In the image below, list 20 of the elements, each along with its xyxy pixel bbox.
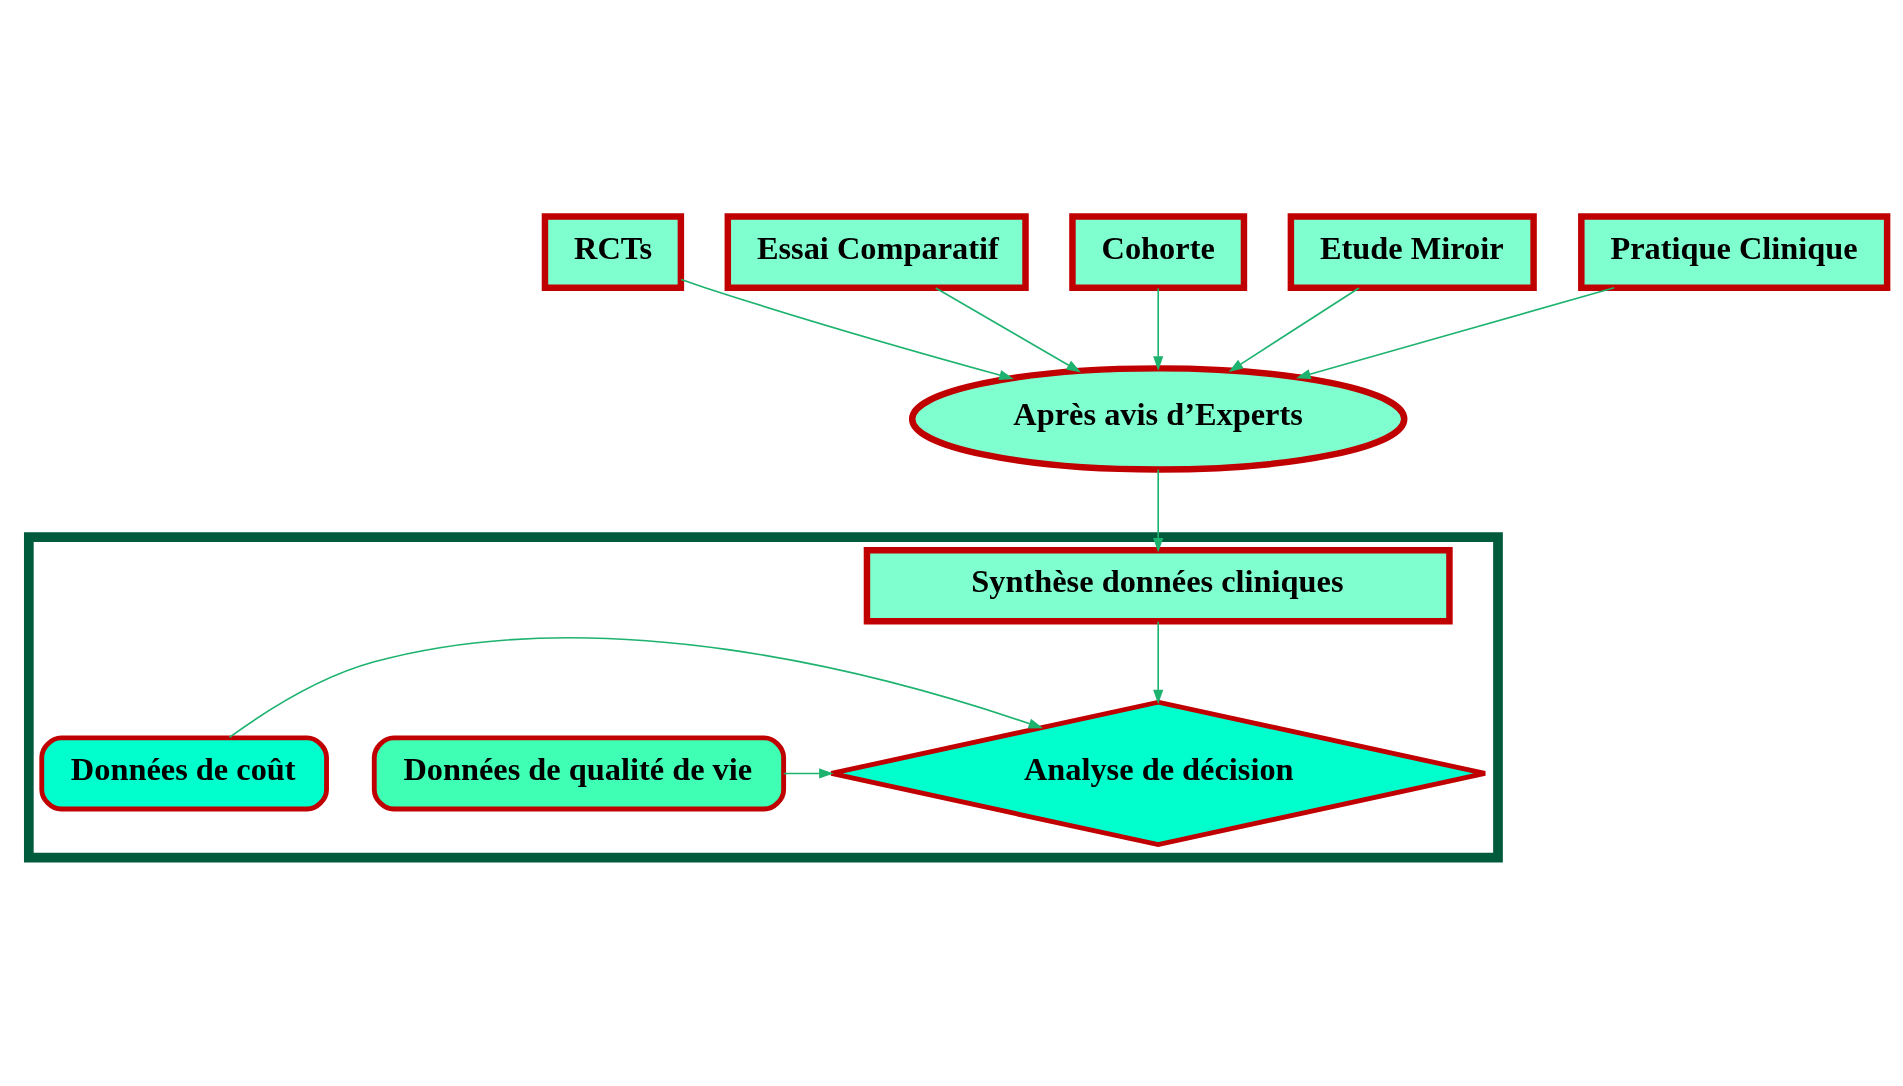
node-box: Essai Comparatif [724,212,1029,291]
arrow [1153,468,1164,553]
cluster [23,531,1503,862]
node-box: Cohorte [1069,212,1248,291]
node-box: Données de coût [39,734,329,811]
arrow [680,278,1014,380]
node-box: Données de qualité de vie [371,734,787,811]
arrow [1228,286,1360,372]
node-box: RCTs [541,212,685,291]
arrow [782,767,834,779]
arrow [1296,286,1615,379]
arrow [934,286,1082,372]
node-box: Etude Miroir [1287,212,1537,291]
node-ellipse: Après avis d’Experts [908,364,1408,473]
arrow [228,636,1044,738]
arrow [1153,620,1164,704]
node-box: Synthèse données cliniques [863,546,1453,625]
arrow [1153,287,1164,371]
node-box: Pratique Clinique [1578,212,1891,291]
node-diamond: Analyse de décision [828,699,1488,847]
